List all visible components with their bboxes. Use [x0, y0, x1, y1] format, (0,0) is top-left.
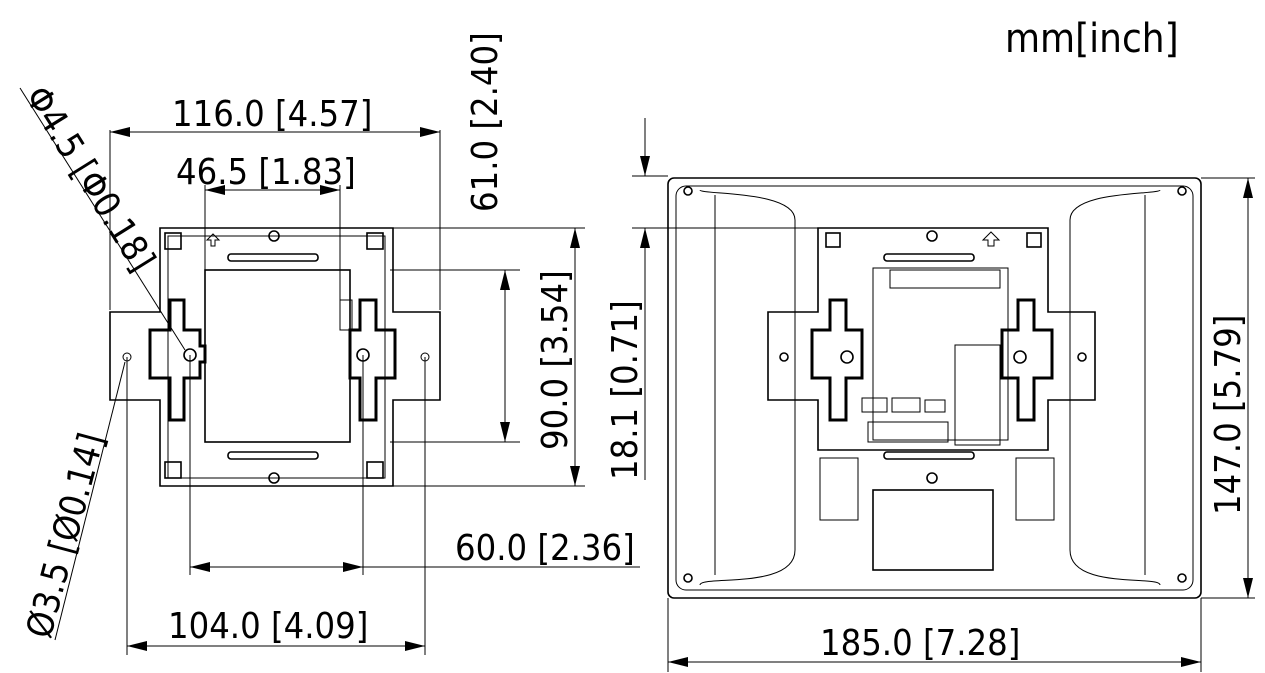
dim-width-60: 60.0 [2.36]	[455, 528, 635, 569]
dim-slot-spacing: 46.5 [1.83]	[176, 152, 356, 193]
device-drawing	[667, 177, 1202, 599]
left-dimensions	[19, 87, 640, 655]
dim-hole-small: Ø3.5 [Ø0.14]	[19, 429, 113, 643]
right-dimensions	[632, 118, 1255, 672]
dim-height-90: 90.0 [3.54]	[535, 270, 576, 450]
dim-bracket-width: 116.0 [4.57]	[172, 94, 372, 135]
dim-offset-18: 18.1 [0.71]	[605, 300, 646, 480]
bracket-drawing	[109, 227, 441, 487]
dim-height-147: 147.0 [5.79]	[1208, 315, 1249, 515]
dim-height-61: 61.0 [2.40]	[465, 32, 506, 212]
dim-hole-large: Φ4.5 [Φ0.18]	[16, 79, 162, 279]
dim-width-185: 185.0 [7.28]	[820, 623, 1020, 664]
dim-width-104: 104.0 [4.09]	[168, 606, 368, 647]
unit-label: mm[inch]	[1005, 16, 1179, 62]
